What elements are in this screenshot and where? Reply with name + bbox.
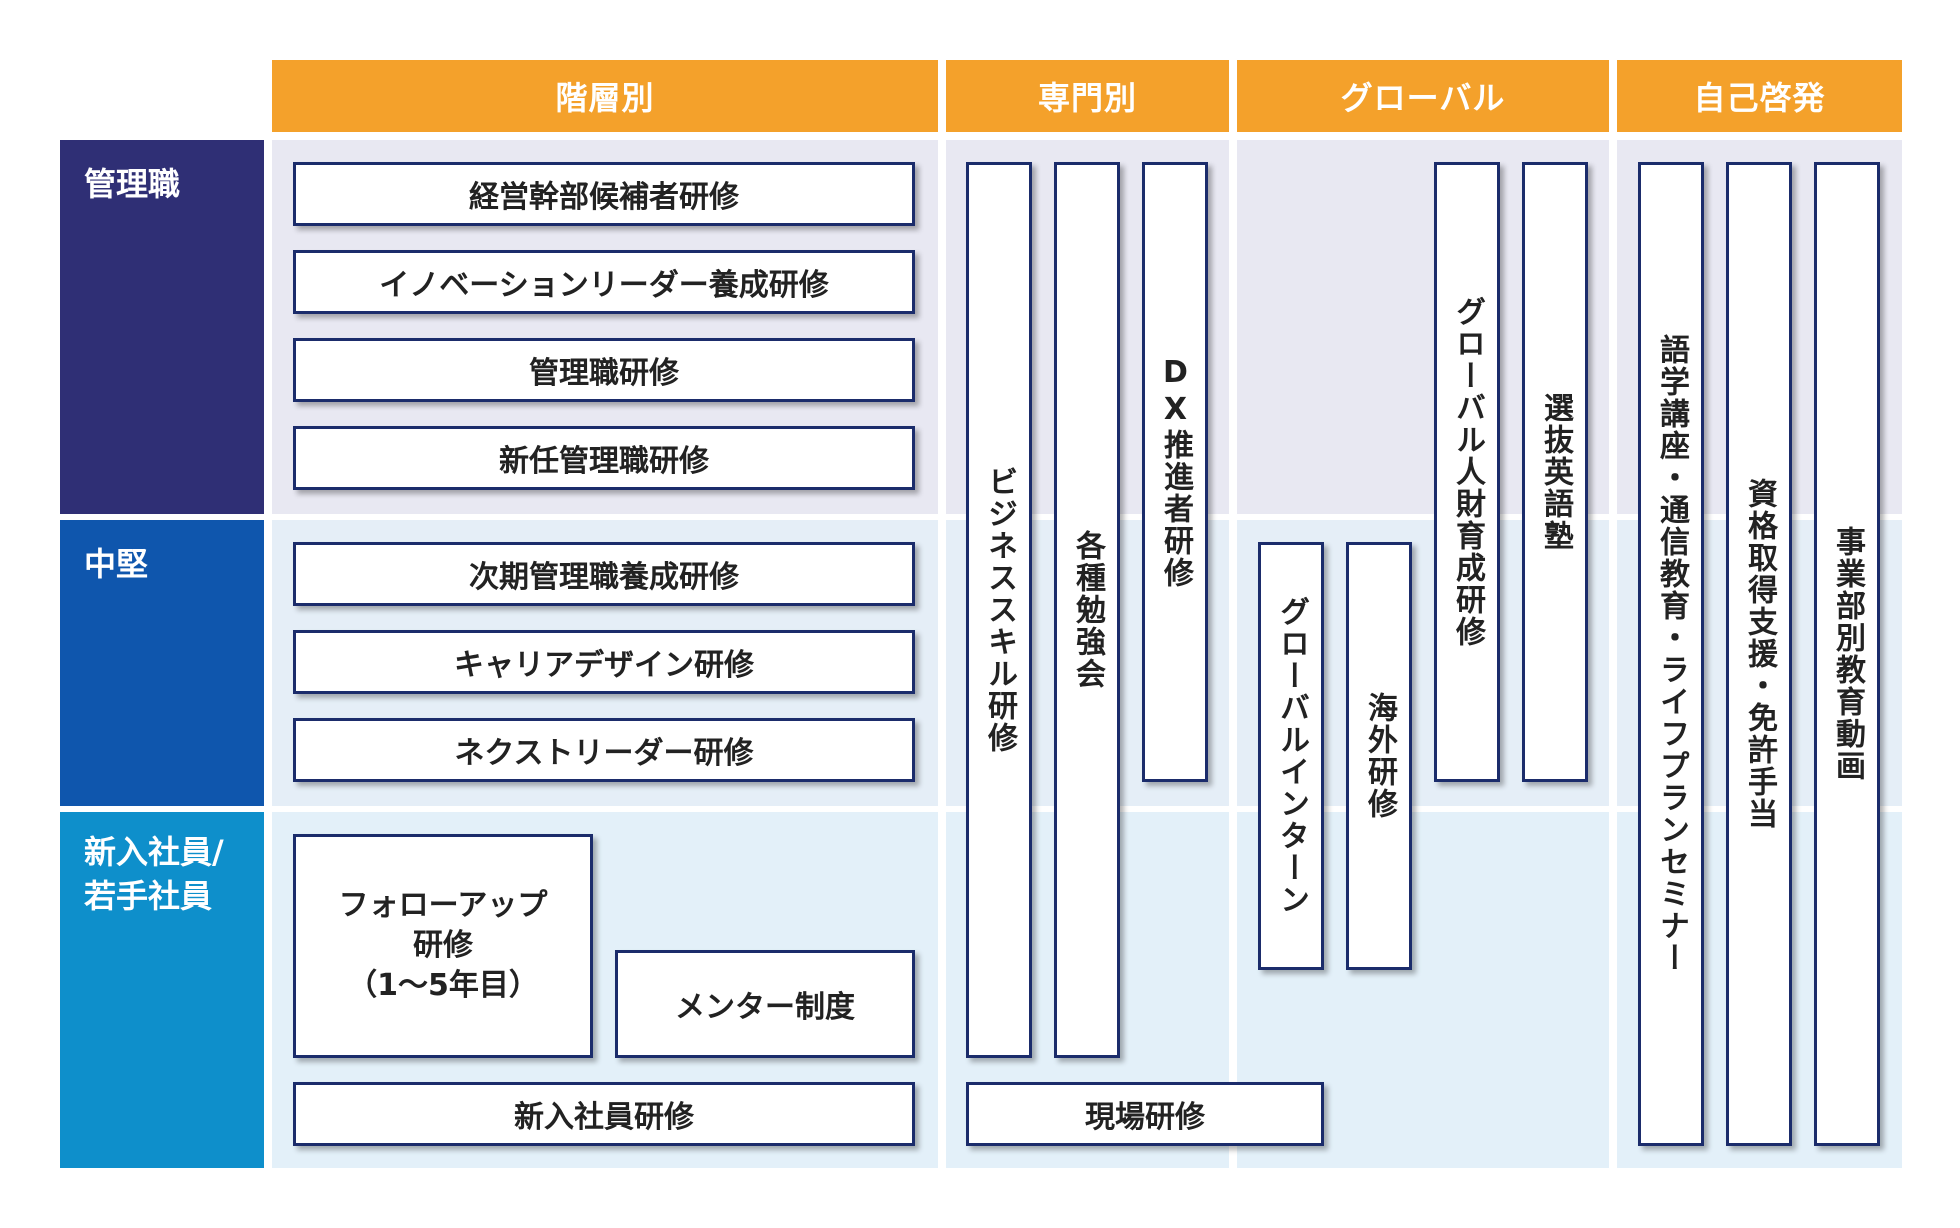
row-label-kanrishoku: 管理職 <box>60 140 264 514</box>
program-career: キャリアデザイン研修 <box>293 630 915 694</box>
program-senbatsu-eigo-label: 選抜英語塾 <box>1538 392 1573 552</box>
program-shinnyu: 新入社員研修 <box>293 1082 915 1146</box>
program-genba: 現場研修 <box>966 1082 1324 1146</box>
program-shikaku-label: 資格取得支援・免許手当 <box>1742 478 1777 830</box>
program-global-intern: グローバルインターン <box>1258 542 1324 970</box>
row-label-shinnyu: 新入社員/ 若手社員 <box>60 812 264 1168</box>
program-global-jinzai-label: グローバル人財育成研修 <box>1450 296 1485 648</box>
program-jigyobu: 事業部別教育動画 <box>1814 162 1880 1146</box>
program-dx-label: DX推進者研修 <box>1158 355 1193 589</box>
program-dx: DX推進者研修 <box>1142 162 1208 782</box>
program-shinnin: 新任管理職研修 <box>293 426 915 490</box>
program-next-leader: ネクストリーダー研修 <box>293 718 915 782</box>
program-global-intern-label: グローバルインターン <box>1274 596 1309 916</box>
column-header-senmonbetsu: 専門別 <box>946 60 1229 132</box>
program-gogaku: 語学講座・通信教育・ライフプランセミナー <box>1638 162 1704 1146</box>
column-header-kaisobetsu: 階層別 <box>272 60 938 132</box>
program-shikaku: 資格取得支援・免許手当 <box>1726 162 1792 1146</box>
program-kaigai: 海外研修 <box>1346 542 1412 970</box>
program-global-jinzai: グローバル人財育成研修 <box>1434 162 1500 782</box>
program-jiki: 次期管理職養成研修 <box>293 542 915 606</box>
row-label-chuken: 中堅 <box>60 520 264 806</box>
program-kaigai-label: 海外研修 <box>1362 692 1397 820</box>
program-senbatsu-eigo: 選抜英語塾 <box>1522 162 1588 782</box>
column-header-jiko: 自己啓発 <box>1617 60 1902 132</box>
program-kanrishoku: 管理職研修 <box>293 338 915 402</box>
program-mentor: メンター制度 <box>615 950 915 1058</box>
program-jigyobu-label: 事業部別教育動画 <box>1830 526 1865 782</box>
program-follow-up: フォローアップ 研修 （1〜5年目） <box>293 834 593 1058</box>
program-kakushu-label: 各種勉強会 <box>1070 530 1105 690</box>
program-innovation: イノベーションリーダー養成研修 <box>293 250 915 314</box>
program-keiei: 経営幹部候補者研修 <box>293 162 915 226</box>
program-business-skill-label: ビジネススキル研修 <box>982 466 1017 754</box>
column-header-global: グローバル <box>1237 60 1609 132</box>
program-gogaku-label: 語学講座・通信教育・ライフプランセミナー <box>1654 334 1689 974</box>
program-kakushu: 各種勉強会 <box>1054 162 1120 1058</box>
program-business-skill: ビジネススキル研修 <box>966 162 1032 1058</box>
